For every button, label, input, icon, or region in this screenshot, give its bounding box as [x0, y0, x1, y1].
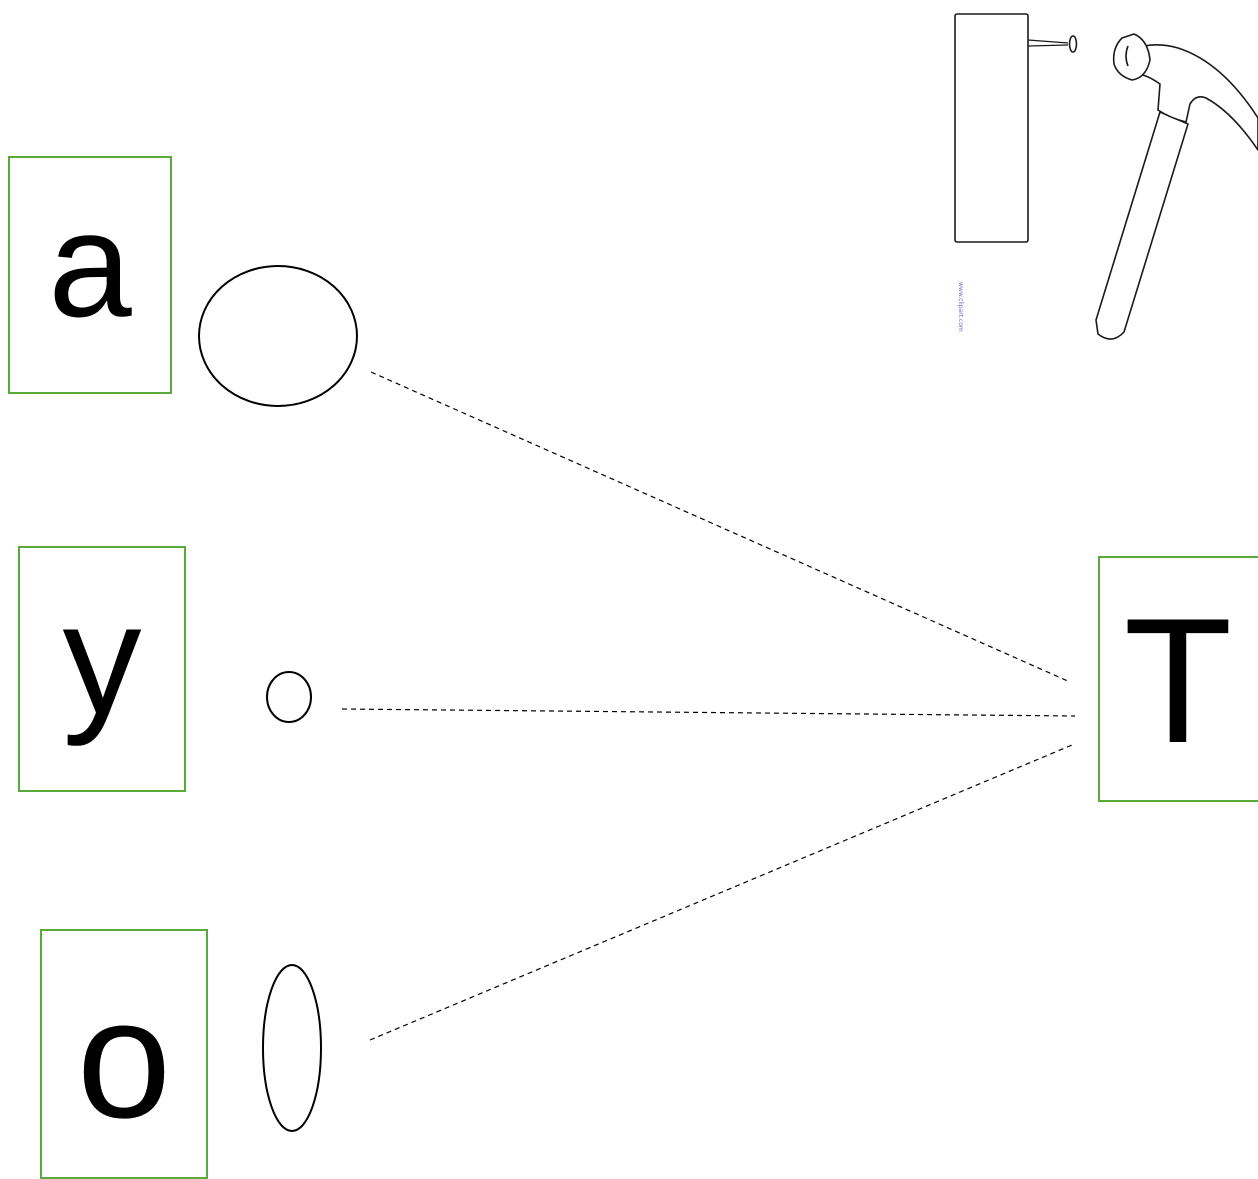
- letter-t: T: [1123, 581, 1233, 780]
- letter-o: o: [76, 964, 172, 1154]
- connector-line-o-to-t: [369, 744, 1073, 1041]
- clipart-watermark: www.clipart.com: [957, 282, 964, 332]
- letter-card-a: a: [8, 156, 172, 394]
- large-oval-shape: [198, 265, 358, 407]
- letter-y: y: [62, 571, 142, 747]
- connector-line-y-to-t: [341, 708, 1076, 717]
- tall-oval-shape: [262, 964, 322, 1132]
- letter-card-t: T: [1098, 556, 1258, 802]
- connector-line-a-to-t: [370, 371, 1071, 683]
- small-circle-shape: [266, 671, 312, 723]
- letter-card-o: o: [40, 929, 208, 1179]
- letter-card-y: y: [18, 546, 186, 792]
- hammer-and-nail-icon: [954, 13, 1258, 340]
- letter-a: a: [48, 180, 132, 348]
